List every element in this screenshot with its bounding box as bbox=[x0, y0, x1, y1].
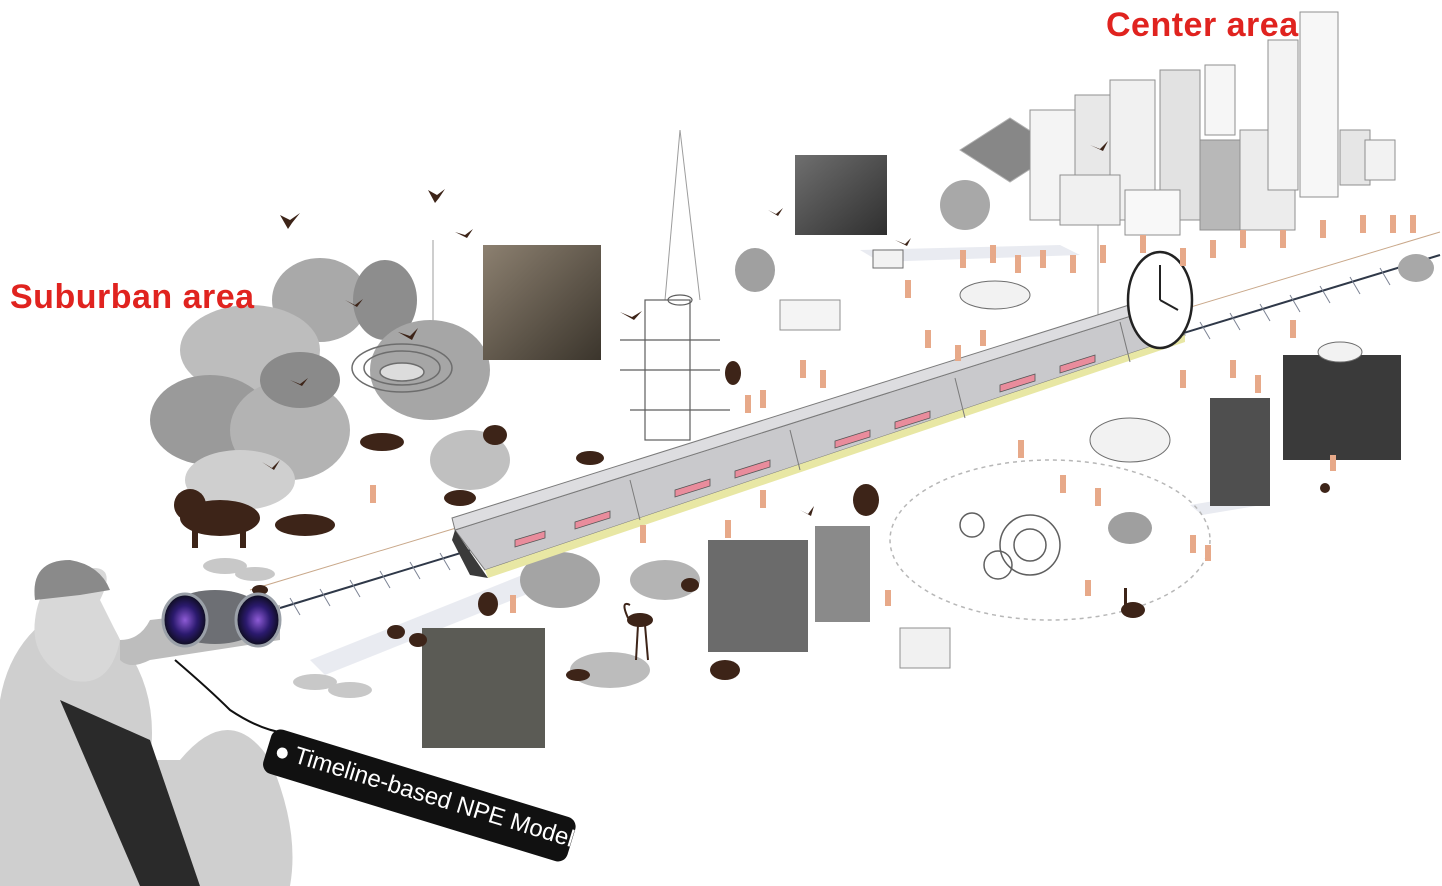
water-wheel bbox=[889, 459, 1211, 621]
bird-icon bbox=[768, 208, 783, 216]
suburban-trees bbox=[150, 180, 1434, 698]
center-buildings bbox=[779, 11, 1396, 669]
bird-icon bbox=[290, 378, 308, 386]
photo-icon bbox=[483, 245, 601, 360]
photo-icon bbox=[708, 540, 808, 652]
center-area-label: Center area bbox=[1106, 6, 1299, 44]
tower-sculpture bbox=[620, 294, 730, 441]
bird-icon bbox=[455, 229, 473, 238]
photo-icon bbox=[815, 526, 870, 622]
bird-icon bbox=[1090, 141, 1108, 151]
stadium-structure bbox=[351, 343, 453, 393]
bird-icon bbox=[262, 460, 280, 470]
photo-icon bbox=[1283, 355, 1401, 460]
photo-icon bbox=[422, 628, 545, 748]
truck-icon bbox=[872, 249, 904, 269]
clock-icon bbox=[1126, 250, 1194, 350]
bird-icon bbox=[620, 311, 642, 320]
birds bbox=[262, 141, 1108, 516]
swan-icon bbox=[1121, 588, 1145, 618]
bear-icon bbox=[853, 484, 879, 516]
bird-icon bbox=[895, 238, 911, 246]
vehicles bbox=[872, 249, 1363, 463]
suburban-area-label: Suburban area bbox=[10, 278, 255, 316]
bird-icon bbox=[398, 328, 418, 340]
binocular-observer bbox=[0, 560, 293, 886]
photo-icon bbox=[795, 155, 887, 235]
binoculars-icon bbox=[161, 590, 282, 648]
historical-photos bbox=[422, 155, 1401, 748]
tag-hole bbox=[275, 746, 290, 760]
photo-icon bbox=[1210, 398, 1270, 506]
bird-icon bbox=[428, 189, 445, 203]
bird-icon bbox=[280, 213, 300, 229]
lion-icon bbox=[174, 489, 260, 548]
car-icon bbox=[1317, 341, 1363, 363]
bird-icon bbox=[345, 299, 363, 307]
flamingo-icon bbox=[623, 602, 653, 661]
train-icon bbox=[451, 299, 1187, 578]
pedestrians bbox=[370, 215, 1416, 613]
bird-icon bbox=[800, 506, 814, 516]
animal-silhouettes bbox=[174, 361, 1330, 681]
